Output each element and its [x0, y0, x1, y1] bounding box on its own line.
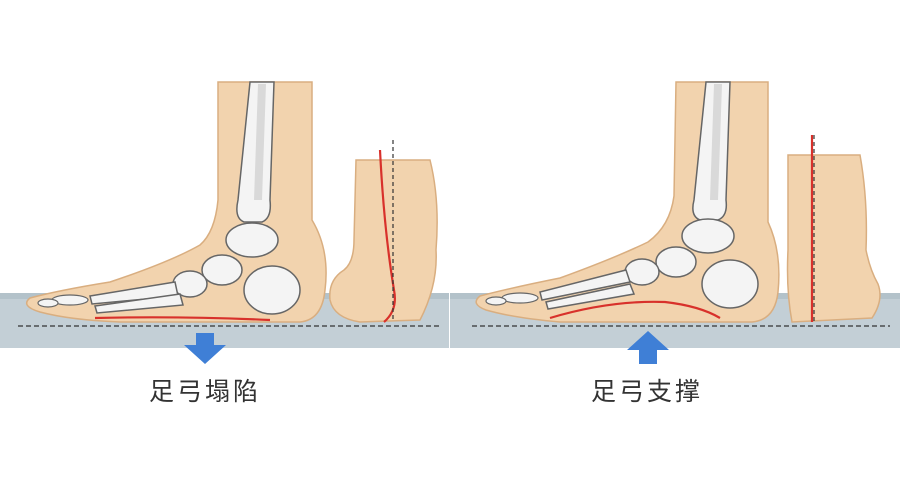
caption-arch-collapse: 足弓塌陷	[148, 377, 261, 406]
panel-arch-collapse: 足弓塌陷	[0, 81, 450, 406]
talus-bone	[681, 218, 735, 254]
caption-arch-support: 足弓支撑	[590, 377, 703, 406]
arch-line	[94, 316, 271, 322]
heel-axis-line	[378, 149, 396, 323]
heel-back-view-icon	[786, 154, 881, 323]
metatarsal-bone	[539, 269, 631, 301]
up-arrow-icon	[627, 331, 669, 364]
heel-back-view-icon	[329, 159, 438, 323]
metatarsal-bone	[89, 281, 179, 305]
talus-bone	[225, 222, 279, 258]
arch-line	[549, 300, 721, 320]
arch-support-illustration	[450, 81, 900, 364]
calcaneus-bone	[701, 259, 759, 309]
calcaneus-bone	[243, 265, 301, 315]
arch-collapse-illustration	[0, 81, 450, 364]
panel-arch-support: 足弓支撑	[450, 0, 900, 500]
down-arrow-icon	[184, 333, 226, 364]
